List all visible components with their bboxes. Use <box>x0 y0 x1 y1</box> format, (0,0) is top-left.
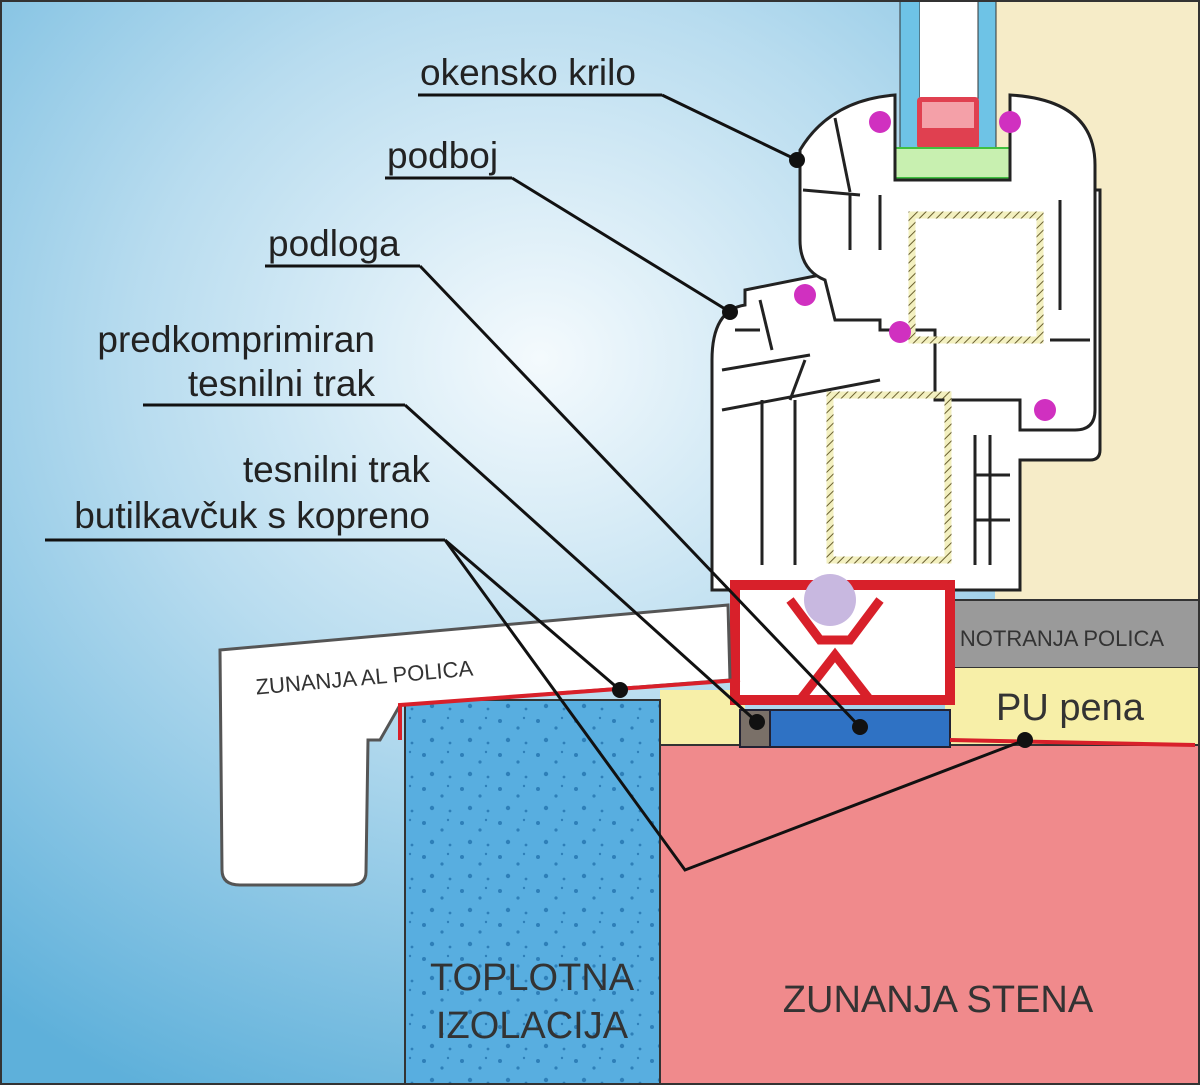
profile-chambers <box>721 117 1090 565</box>
insulation-label-2: IZOLACIJA <box>436 1005 629 1047</box>
gaskets <box>794 111 1056 421</box>
steel-reinforcement-lower <box>826 391 952 564</box>
label-precompressed-tape-2: tesnilni trak <box>188 363 376 404</box>
outer-wall-label: ZUNANJA STENA <box>783 979 1094 1021</box>
sash-profile <box>798 93 1097 432</box>
pu-foam-label: PU pena <box>996 687 1145 729</box>
label-sash: okensko krilo <box>420 52 636 93</box>
leader-lines <box>45 93 1026 872</box>
label-butyl-tape-2: butilkavčuk s kopreno <box>74 495 430 536</box>
label-butyl-tape-1: tesnilni trak <box>243 449 431 490</box>
inner-sill <box>924 599 1200 669</box>
inner-sill-label: NOTRANJA POLICA <box>960 626 1164 651</box>
label-base: podloga <box>268 223 400 264</box>
leader-dots <box>612 152 1033 748</box>
glazing <box>884 0 1011 179</box>
backer-rod <box>804 574 856 626</box>
base-profile-web <box>786 597 884 703</box>
pu-foam-inner <box>945 668 1200 745</box>
steel-reinforcement-upper <box>908 211 1044 344</box>
label-frame: podboj <box>387 135 498 176</box>
thermal-insulation <box>404 699 661 1085</box>
label-precompressed-tape-1: predkomprimiran <box>97 319 375 360</box>
outer-wall <box>659 744 1200 1085</box>
insulation-label-1: TOPLOTNA <box>430 957 635 999</box>
